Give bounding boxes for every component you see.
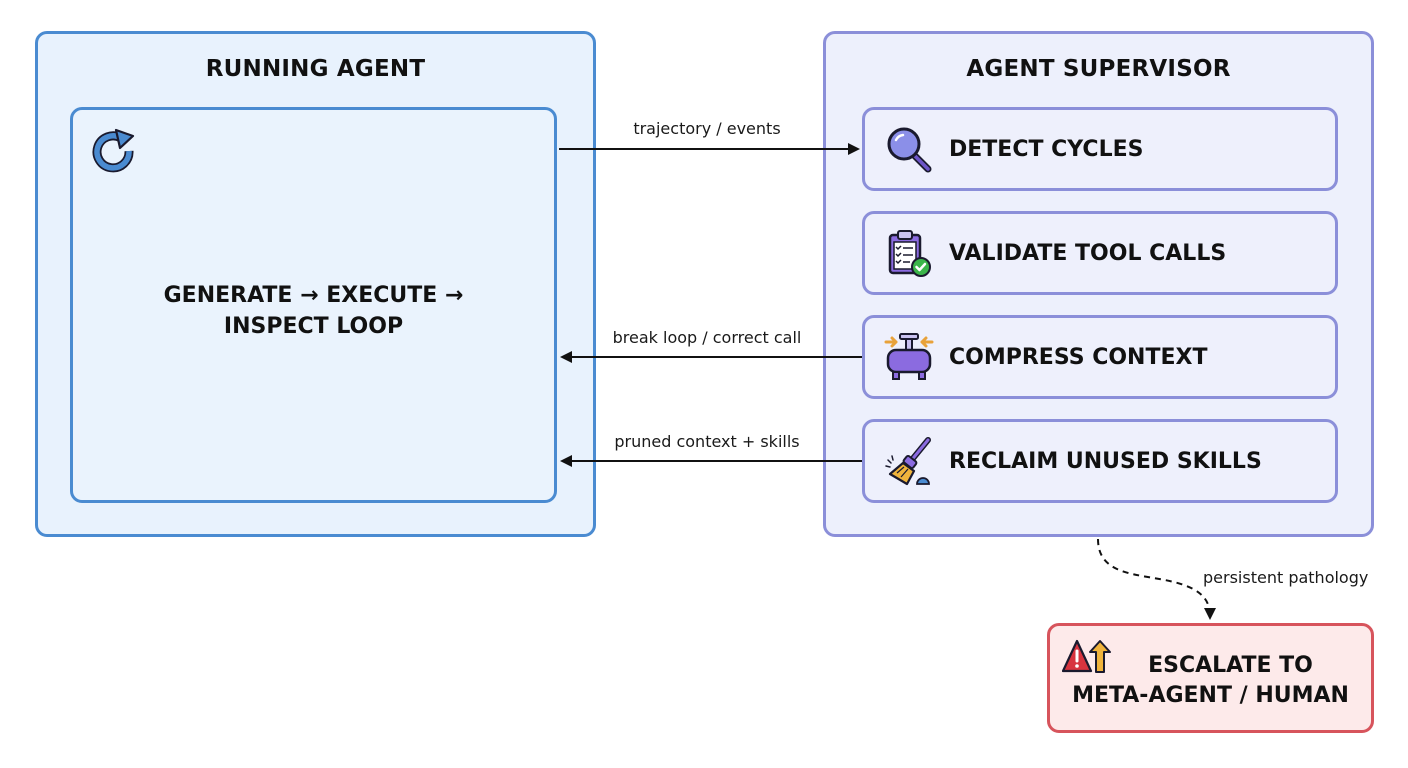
escalate-label-line1: ESCALATE TO [1148, 653, 1313, 678]
edge-label-persistent-pathology: persistent pathology [1203, 568, 1369, 587]
edge-label-pruned-context: pruned context + skills [614, 432, 800, 451]
agent-loop-box: GENERATE → EXECUTE → INSPECT LOOP [70, 107, 557, 503]
escalate-label: ESCALATE TO META-AGENT / HUMAN [1050, 651, 1371, 711]
agent-loop-text: GENERATE → EXECUTE → INSPECT LOOP [73, 280, 554, 342]
escalate-box: ESCALATE TO META-AGENT / HUMAN [1047, 623, 1374, 733]
compressor-icon [884, 333, 934, 380]
agent-supervisor-title: AGENT SUPERVISOR [966, 56, 1231, 82]
arrow-persistent-pathology [1097, 538, 1216, 620]
detect-cycles-box: DETECT CYCLES [862, 107, 1338, 191]
agent-loop-text-line2: INSPECT LOOP [223, 314, 404, 339]
broom-icon [885, 437, 931, 486]
edge-label-break-loop: break loop / correct call [612, 328, 802, 347]
magnifier-icon [887, 127, 932, 173]
escalate-label-line2: META-AGENT / HUMAN [1072, 683, 1349, 708]
running-agent-title: RUNNING AGENT [205, 56, 426, 82]
edge-label-trajectory-events: trajectory / events [633, 119, 781, 138]
reclaim-unused-skills-box: RECLAIM UNUSED SKILLS [862, 419, 1338, 503]
clipboard-check-icon [888, 230, 931, 277]
detect-cycles-label: DETECT CYCLES [949, 136, 1144, 162]
compress-context-label: COMPRESS CONTEXT [949, 344, 1208, 370]
warning-escalate-icon [1062, 639, 1111, 673]
reclaim-unused-skills-label: RECLAIM UNUSED SKILLS [949, 448, 1262, 474]
validate-tool-calls-label: VALIDATE TOOL CALLS [949, 240, 1227, 266]
agent-loop-text-line1: GENERATE → EXECUTE → [163, 283, 464, 308]
refresh-cycle-icon [92, 128, 135, 173]
validate-tool-calls-box: VALIDATE TOOL CALLS [862, 211, 1338, 295]
compress-context-box: COMPRESS CONTEXT [862, 315, 1338, 399]
